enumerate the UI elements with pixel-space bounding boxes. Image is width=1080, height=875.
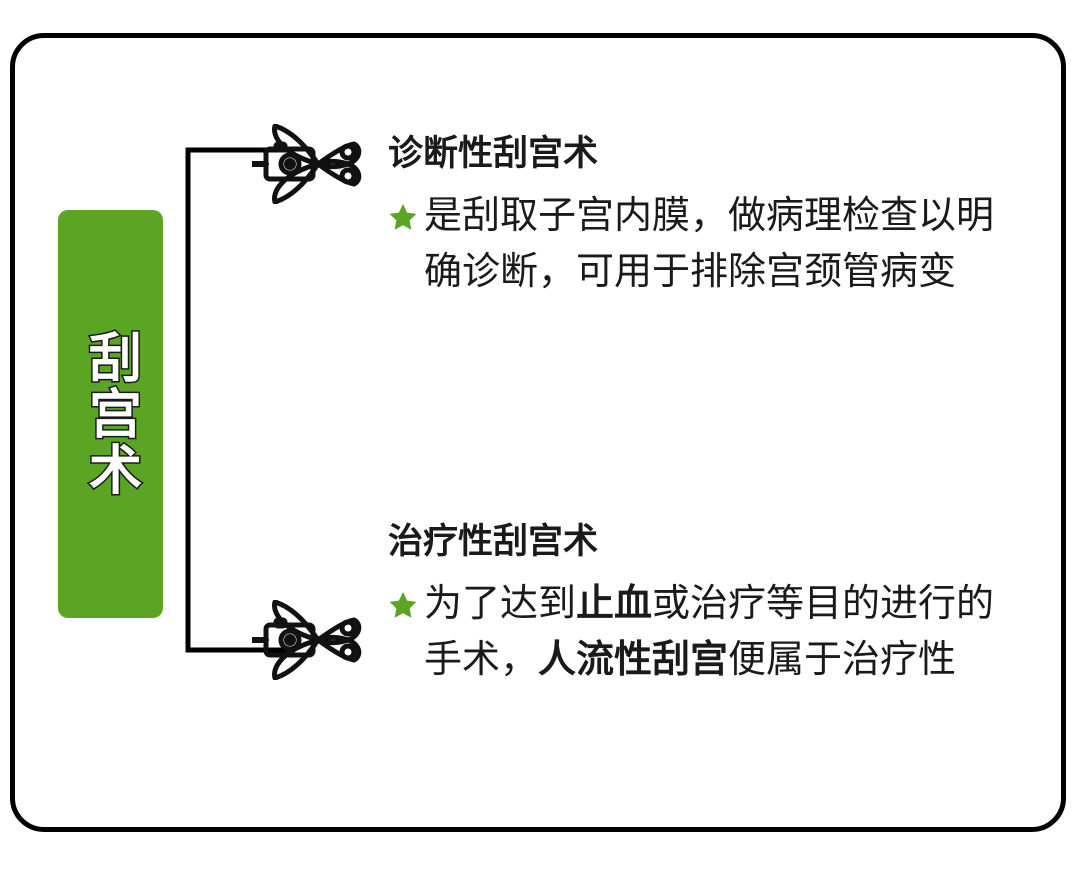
star-bullet-icon: [389, 204, 417, 230]
branch-block-therapeutic: 治疗性刮宫术 为了达到止血或治疗等目的进行的手术，人流性刮宫便属于治疗性: [388, 522, 1048, 689]
branch-title: 治疗性刮宫术: [388, 522, 599, 561]
scissors-icon: [252, 124, 362, 204]
branch-block-diagnostic: 诊断性刮宫术 是刮取子宫内膜，做病理检查以明确诊断，可用于排除宫颈管病变: [388, 134, 1048, 301]
star-bullet-icon: [389, 592, 417, 618]
bullet-text: 是刮取子宫内膜，做病理检查以明确诊断，可用于排除宫颈管病变: [424, 195, 995, 294]
bullet-row: 为了达到止血或治疗等目的进行的手术，人流性刮宫便属于治疗性: [388, 576, 1048, 688]
bullet-text: 为了达到止血或治疗等目的进行的手术，人流性刮宫便属于治疗性: [424, 583, 995, 682]
branch-title: 诊断性刮宫术: [388, 134, 599, 173]
root-node[interactable]: 刮宫术: [58, 210, 163, 618]
scissors-icon: [252, 600, 362, 680]
bullet-row: 是刮取子宫内膜，做病理检查以明确诊断，可用于排除宫颈管病变: [388, 188, 1048, 300]
diagram-frame: [10, 33, 1066, 832]
root-node-label: 刮宫术: [80, 329, 142, 500]
